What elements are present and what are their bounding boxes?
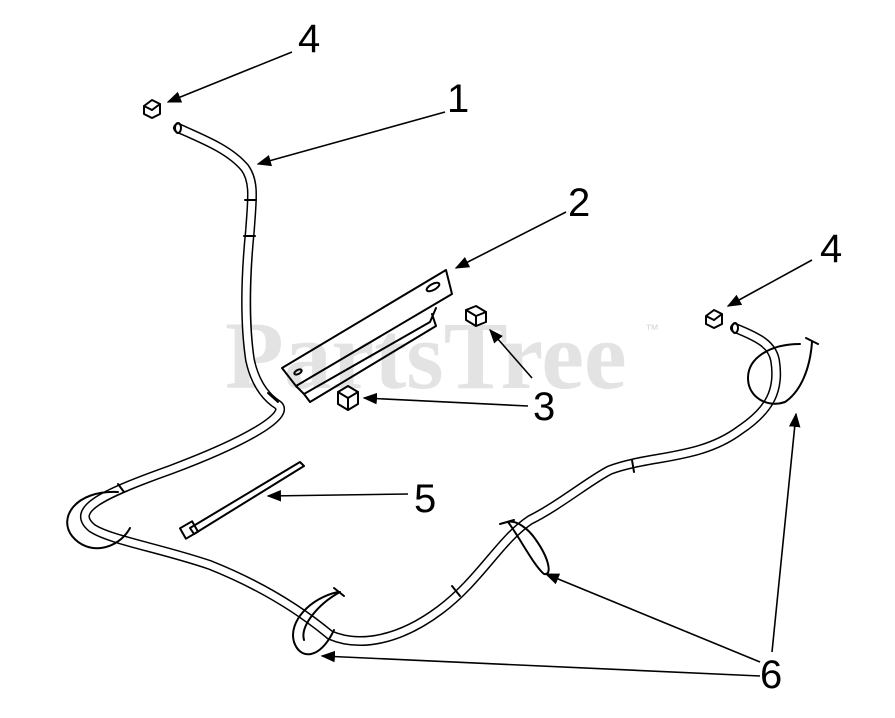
cable-tie-part-5 [178,461,305,540]
hose-part-1 [80,122,782,646]
clamp-right-part-6 [747,337,819,405]
bolt-upper-part-3 [465,305,487,327]
leader-4-right [726,259,813,307]
leader-6-middle [544,573,761,663]
watermark-text: PartsTree [225,302,627,409]
callout-2: 2 [568,181,590,225]
clamp-left-part-6 [66,483,131,550]
leader-3-upper [489,328,533,379]
cap-right-part-4 [705,309,723,329]
callout-1: 1 [447,77,469,121]
bracket-part-2 [281,269,453,403]
watermark-trademark: ™ [645,321,659,337]
leader-3-lower [362,392,529,407]
callout-5: 5 [414,477,436,521]
callout-6: 6 [760,653,782,697]
leader-4-left [166,51,293,103]
leader-lines [166,51,813,677]
cap-left-part-4 [143,99,161,119]
clamp-bottom-part-6 [292,587,345,656]
watermark: PartsTree ™ [225,302,659,409]
callout-labels: 4 1 2 3 4 5 6 [298,17,842,697]
leader-2 [454,211,567,269]
clamp-middle-part-6 [499,519,550,576]
callout-3: 3 [533,385,555,429]
callout-4-left: 4 [298,17,320,61]
bolt-lower-part-3 [337,385,359,411]
leader-1 [256,111,446,167]
leader-6-right [771,412,801,653]
callout-4-right: 4 [820,227,842,271]
leader-6-bottom [320,650,761,677]
leader-5 [266,490,409,502]
